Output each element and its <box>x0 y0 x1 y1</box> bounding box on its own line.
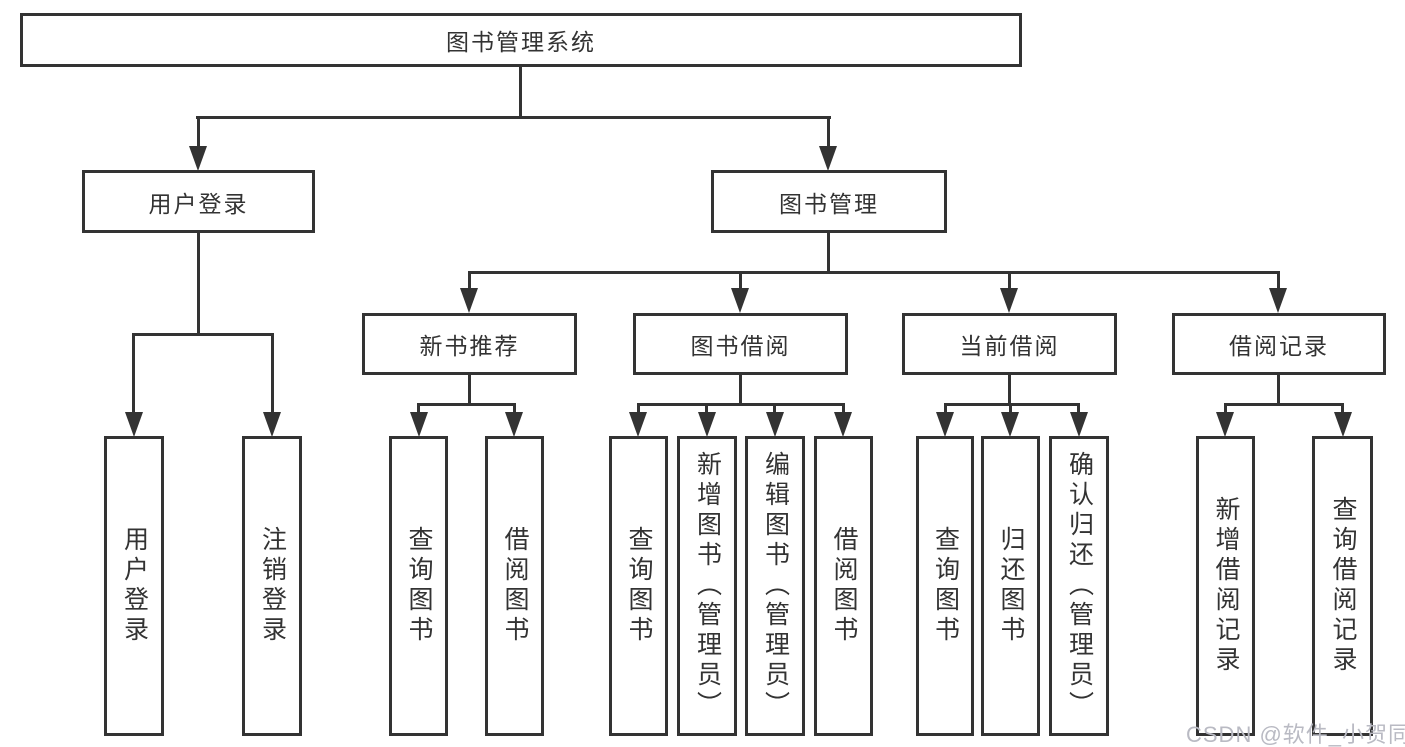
leaf-query-borrow-record: 查询借阅记录 <box>1312 436 1373 736</box>
connector-line <box>1077 403 1080 415</box>
node-borrow-records: 借阅记录 <box>1172 313 1386 375</box>
connector-line <box>1009 403 1012 415</box>
connector-line <box>468 271 471 289</box>
leaf-logout: 注销登录 <box>242 436 302 736</box>
leaf-query-book-3: 查询图书 <box>916 436 974 736</box>
connector-line <box>132 333 135 413</box>
node-label: 查询图书 <box>931 526 960 646</box>
connector-line <box>271 333 274 413</box>
node-label: 新增图书（管理员） <box>693 451 722 721</box>
leaf-return-book: 归还图书 <box>981 436 1040 736</box>
connector-line <box>637 403 640 415</box>
connector-line <box>196 116 831 119</box>
connector-line <box>513 403 516 415</box>
node-new-book-recommend: 新书推荐 <box>362 313 577 375</box>
leaf-add-book-admin: 新增图书（管理员） <box>677 436 737 736</box>
leaf-query-book-2: 查询图书 <box>609 436 668 736</box>
arrow-down-icon <box>629 412 647 437</box>
node-book-borrowing: 图书借阅 <box>633 313 848 375</box>
node-label: 查询图书 <box>625 526 653 646</box>
leaf-confirm-return-admin: 确认归还（管理员） <box>1049 436 1109 736</box>
node-current-borrowing: 当前借阅 <box>902 313 1117 375</box>
connector-line <box>1008 374 1011 406</box>
arrow-down-icon <box>834 412 852 437</box>
connector-line <box>773 403 776 415</box>
node-label: 归还图书 <box>997 526 1025 646</box>
arrow-down-icon <box>263 412 281 437</box>
connector-line <box>1341 403 1344 415</box>
connector-line <box>1277 374 1280 406</box>
node-label: 当前借阅 <box>959 333 1060 359</box>
arrow-down-icon <box>1000 288 1018 313</box>
connector-line <box>944 403 947 415</box>
connector-line <box>944 403 1080 406</box>
arrow-down-icon <box>819 146 837 171</box>
node-label: 确认归还（管理员） <box>1065 451 1094 721</box>
leaf-user-login: 用户登录 <box>104 436 164 736</box>
arrow-down-icon <box>698 412 716 437</box>
connector-line <box>1277 271 1280 289</box>
leaf-edit-book-admin: 编辑图书（管理员） <box>745 436 805 736</box>
connector-line <box>468 271 1280 274</box>
node-label: 用户登录 <box>148 190 249 217</box>
arrow-down-icon <box>505 412 523 437</box>
arrow-down-icon <box>1001 412 1019 437</box>
arrow-down-icon <box>460 288 478 313</box>
arrow-down-icon <box>410 412 428 437</box>
connector-line <box>417 403 420 415</box>
connector-line <box>1224 403 1344 406</box>
leaf-borrow-book-2: 借阅图书 <box>814 436 873 736</box>
connector-line <box>468 374 471 406</box>
connector-line <box>827 233 830 274</box>
arrow-down-icon <box>1269 288 1287 313</box>
connector-line <box>1224 403 1227 415</box>
arrow-down-icon <box>189 146 207 171</box>
connector-line <box>842 403 845 415</box>
node-label: 图书管理系统 <box>446 29 596 55</box>
arrow-down-icon <box>1216 412 1234 437</box>
connector-line <box>417 403 516 406</box>
node-label: 用户登录 <box>120 526 149 646</box>
node-library-system: 图书管理系统 <box>20 13 1022 67</box>
connector-line <box>637 403 845 406</box>
connector-line <box>197 233 200 336</box>
connector-line <box>739 374 742 406</box>
connector-line <box>519 67 522 119</box>
connector-line <box>827 116 830 147</box>
node-user-login: 用户登录 <box>82 170 315 233</box>
leaf-query-book-1: 查询图书 <box>389 436 448 736</box>
arrow-down-icon <box>1334 412 1352 437</box>
arrow-down-icon <box>731 288 749 313</box>
connector-line <box>739 271 742 289</box>
node-label: 新增借阅记录 <box>1212 496 1240 676</box>
node-label: 图书管理 <box>779 190 879 217</box>
node-label: 注销登录 <box>258 526 287 646</box>
arrow-down-icon <box>936 412 954 437</box>
node-label: 图书借阅 <box>690 333 791 359</box>
leaf-borrow-book-1: 借阅图书 <box>485 436 544 736</box>
connector-line <box>197 116 200 147</box>
arrow-down-icon <box>1070 412 1088 437</box>
connector-line <box>132 333 274 336</box>
node-label: 借阅记录 <box>1229 333 1329 359</box>
node-label: 借阅图书 <box>501 526 529 646</box>
node-label: 编辑图书（管理员） <box>761 451 790 721</box>
node-book-management: 图书管理 <box>711 170 947 233</box>
watermark: CSDN @软件_小贺同学 <box>1186 722 1405 747</box>
node-label: 借阅图书 <box>830 526 858 646</box>
node-label: 新书推荐 <box>419 333 520 359</box>
leaf-add-borrow-record: 新增借阅记录 <box>1196 436 1255 736</box>
arrow-down-icon <box>766 412 784 437</box>
connector-line <box>705 403 708 415</box>
node-label: 查询借阅记录 <box>1329 496 1357 676</box>
node-label: 查询图书 <box>405 526 433 646</box>
arrow-down-icon <box>125 412 143 437</box>
connector-line <box>1008 271 1011 289</box>
